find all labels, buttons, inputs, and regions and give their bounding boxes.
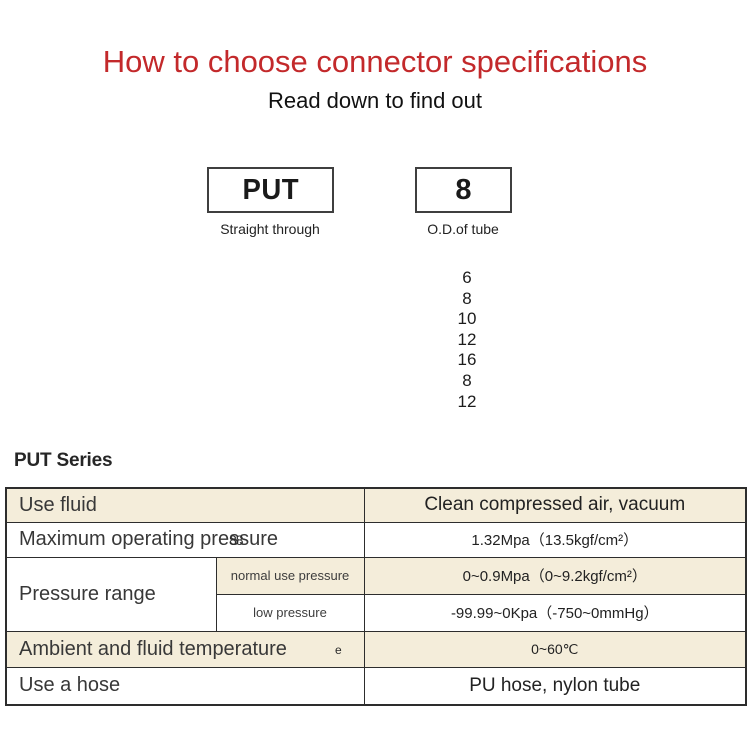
spec-row-use-fluid: Use fluid Clean compressed air, vacuum <box>5 487 747 523</box>
normal-use-pressure-value: 0~0.9Mpa（0~9.2kgf/cm²） <box>363 556 747 595</box>
spec-table: Use fluid Clean compressed air, vacuum M… <box>5 487 747 706</box>
max-pressure-label: Maximum operating pressure <box>19 528 278 550</box>
tube-size-option: 12 <box>457 329 477 349</box>
tube-od-caption: O.D.of tube <box>427 221 499 237</box>
page-subtitle: Read down to find out <box>267 88 483 113</box>
normal-use-pressure-label: normal use pressure <box>215 556 365 595</box>
tube-size-option: 12 <box>457 391 477 411</box>
low-pressure-label: low pressure <box>215 593 365 632</box>
page-title: How to choose connector specifications <box>102 44 648 79</box>
tube-size-list: 6 8 10 12 16 8 12 <box>417 268 517 412</box>
tube-od-box: 8 <box>415 167 512 213</box>
tube-size-option: 6 <box>462 268 472 287</box>
spec-row-hose: Use a hose PU hose, nylon tube <box>5 666 747 706</box>
series-heading: PUT Series <box>14 450 113 471</box>
tube-od-label: 8 <box>455 173 472 206</box>
tube-size-option: 8 <box>462 370 472 390</box>
model-code-label: PUT <box>242 173 299 206</box>
hose-value: PU hose, nylon tube <box>363 666 747 706</box>
model-code-caption: Straight through <box>220 221 320 237</box>
temperature-label-cell: Ambient and fluid temperature e <box>5 630 365 668</box>
spec-row-max-pressure: Maximum operating pressure 88 1.32Mpa（13… <box>5 521 747 558</box>
spec-row-temperature: Ambient and fluid temperature e 0~60℃ <box>5 630 747 668</box>
tube-size-option: 10 <box>457 309 477 329</box>
use-fluid-label: Use fluid <box>5 487 365 523</box>
low-pressure-value: -99.99~0Kpa（-750~0mmHg） <box>363 593 747 632</box>
temperature-label: Ambient and fluid temperature <box>19 637 287 660</box>
pressure-range-label: Pressure range <box>5 556 217 632</box>
spec-row-pressure-normal: Pressure range normal use pressure 0~0.9… <box>5 556 747 632</box>
use-fluid-value: Clean compressed air, vacuum <box>363 487 747 523</box>
max-pressure-value: 1.32Mpa（13.5kgf/cm²） <box>363 521 747 558</box>
tube-size-option: 8 <box>462 288 472 308</box>
spec-row-pressure-low: low pressure -99.99~0Kpa（-750~0mmHg） <box>6 593 747 632</box>
temperature-value: 0~60℃ <box>363 630 747 668</box>
tube-size-option: 16 <box>457 350 477 370</box>
text-artifact-stray-e: e <box>335 642 342 657</box>
hose-label: Use a hose <box>5 666 365 706</box>
max-pressure-label-cell: Maximum operating pressure 88 <box>5 521 365 558</box>
model-code-box: PUT <box>207 167 334 213</box>
